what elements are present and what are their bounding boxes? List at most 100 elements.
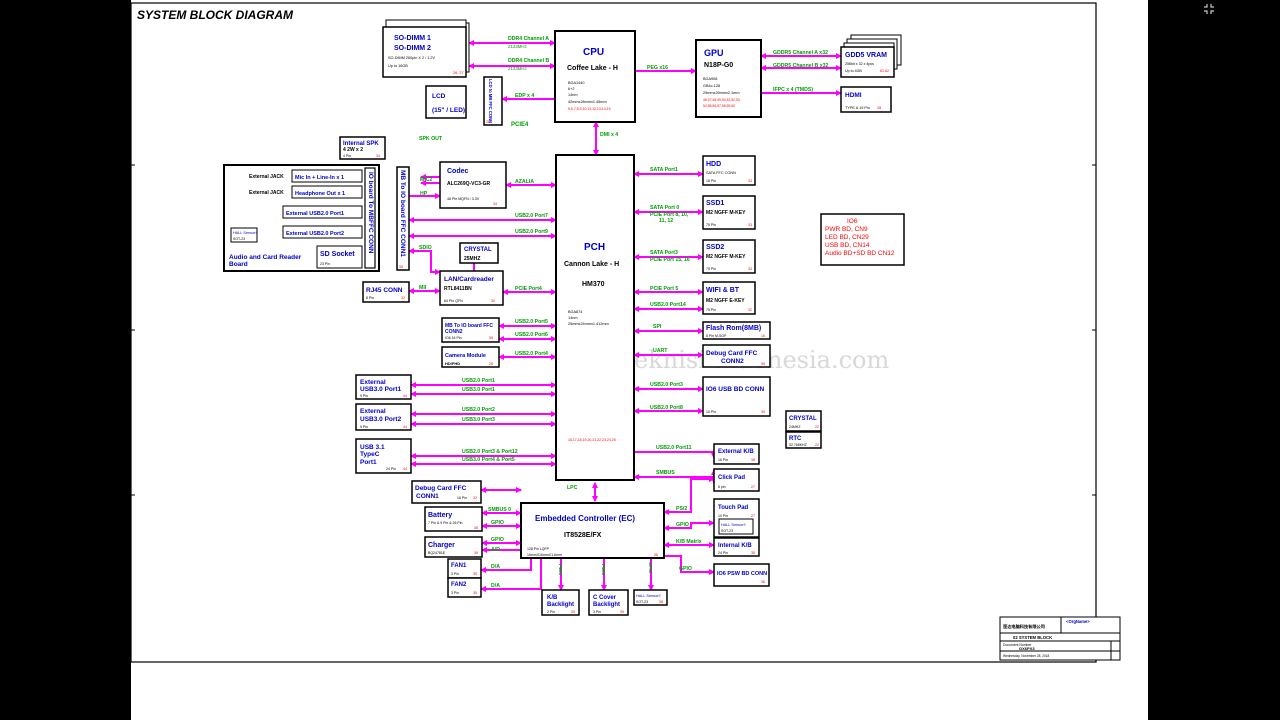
rj45-pin: 8 Pin — [366, 296, 374, 300]
intspk-page: 34 — [376, 154, 380, 158]
gpu-size: 29mmx29mmx2.1mm — [703, 91, 740, 95]
debug2-title: Debug Card FFC — [706, 350, 758, 357]
charger-chip: BQ24781E — [428, 551, 446, 555]
hall-sensor-ec-block: HALL Sensor!! SOT-23 38 — [633, 589, 668, 606]
schematic-sheet: SYSTEM BLOCK DIAGRAM www.teknisi-indones… — [131, 0, 1148, 720]
io6psw-title: IO6 PSW BD CONN — [717, 571, 767, 577]
headphone-out-port: Headphone Out x 1 — [295, 191, 345, 197]
note-l4: USB BD, CN14 — [825, 242, 870, 249]
gpu-title: GPU — [704, 48, 724, 58]
camera-title: Camera Module — [445, 353, 486, 359]
lcd-sub: (15" / LED) — [432, 107, 465, 114]
sig-gpio-psw: GPIO — [679, 566, 692, 572]
sig-ad: A/D — [491, 547, 500, 553]
sig-usb31: USB3.0 Port1 — [462, 387, 495, 393]
kb-backlight-block: K/B Backlight 2 Pin 39 — [541, 589, 580, 616]
battery-page: 38 — [474, 526, 478, 530]
lcd-conn-label: LCD to MB FFC CONN — [488, 79, 493, 123]
codec-block: Codec ALC269Q-VC3-GR 48 Pin MQFN / 3.3V … — [439, 161, 507, 209]
sodimm-label-2: SO-DIMM 2 — [394, 45, 431, 52]
sig-dmi: DMI x 4 — [600, 132, 618, 138]
cpu-pages: 5,6,7,8,9,10,11,12,13,14,15 — [568, 107, 611, 111]
sig-pcie-port4: PCIE Port4 — [515, 286, 542, 292]
sig-ddr-b: DDR4 Channel B — [508, 58, 549, 64]
intspk-title: Internal SPK — [343, 141, 379, 147]
lcd-conn-block: LCD to MB FFC CONN 28 — [483, 76, 503, 126]
codec-pkg: 48 Pin MQFN / 3.3V — [447, 197, 480, 201]
sig-sdio: SDIO — [419, 245, 432, 251]
lan-page: 30 — [491, 299, 495, 303]
wifi-page: 32 — [748, 308, 752, 312]
typec-page: 44 — [403, 467, 407, 471]
kbbl-page: 39 — [571, 610, 575, 614]
vram-spec: 256bit x 32 x 4pcs — [845, 62, 874, 66]
ssd2-page: 33 — [748, 267, 752, 271]
touchpad-pin: 10 Pin — [718, 514, 728, 518]
sig-peg: PEG x16 — [647, 65, 668, 71]
vram-pages: 61,62 — [880, 69, 889, 73]
debug2-sub: CONN2 — [721, 358, 744, 365]
gpu-sub: N18P-G0 — [704, 62, 733, 69]
external-kb-block: External K/B 16 Pin 38 — [713, 443, 760, 465]
sodimm-spec: SO-DIMM 260pin X 2 / 1.2V — [388, 56, 436, 60]
rtc-sub: 32.768KHZ — [789, 443, 808, 447]
sig-pcie8b: 11, 12 — [659, 218, 673, 224]
pch-block: PCH Cannon Lake - H HM370 BGA874 14nm 25… — [555, 154, 635, 481]
clickpad-pin: 6 pin — [718, 485, 726, 489]
kbbl-line1: K/B — [547, 595, 558, 601]
sig-usb26: USB2.0 Port6 — [515, 332, 548, 338]
fan1-title: FAN1 — [451, 563, 467, 569]
io-usb20-port1: External USB2.0 Port1 — [286, 211, 344, 217]
ec-size: 16mmX16mmX1.6mm — [527, 553, 562, 557]
fan2-block: FAN2 3 Pin 35 — [447, 577, 482, 598]
sig-da-fan1: D/A — [491, 564, 500, 570]
sodimm-label-1: SO-DIMM 1 — [394, 35, 431, 42]
io-hall-sensor: HALL Sensor!! — [233, 231, 258, 235]
io6-note: IO6 PWR BD, CN9 LED BD, CN29 USB BD, CN1… — [820, 213, 905, 266]
fan2-pin: 3 Pin — [451, 591, 459, 595]
touchpad-hall: HALL Sensor!! — [721, 523, 746, 527]
gpu-pages-2: 54,55,56,57,58,59,60 — [703, 104, 735, 108]
mb-io-conn2-block: MB To IO board FFC CONN2 IO6 16 Pin 35 — [441, 317, 500, 343]
pch-pkg: BGA874 — [568, 310, 582, 314]
ccover-line1: C Cover — [593, 595, 617, 601]
bus-lines — [408, 40, 842, 592]
ssd1-title: SSD1 — [706, 200, 724, 207]
rj45-block: RJ45 CONN 8 Pin 32 — [362, 281, 410, 303]
fullscreen-icon[interactable] — [1203, 3, 1217, 17]
flash-sub: 8 Pin M-SOP — [706, 334, 727, 338]
external-usb30-port1-block: External USB3.0 Port1 9 Pin 44 — [355, 374, 412, 400]
fan1-block: FAN1 3 Pin 35 — [447, 558, 482, 579]
sig-pwm-kb: PWM — [558, 564, 563, 575]
fullscreen-glyph — [1204, 4, 1214, 14]
sheet-name: 02 SYSTEM BLOCK — [1013, 635, 1052, 640]
crystal2-sub: 24MHZ — [789, 425, 801, 429]
sig-pcie4: PCIE4 — [511, 122, 529, 128]
extkb-pin: 16 Pin — [718, 458, 728, 462]
rj45-page: 32 — [401, 296, 405, 300]
fan1-page: 35 — [473, 572, 477, 576]
hall2-pkg: SOT-23 — [636, 600, 648, 604]
sig-lpc: LPC — [567, 485, 578, 491]
ssd1-pin: 75 Pin — [706, 223, 716, 227]
fan2-page: 35 — [473, 591, 477, 595]
intspk-spec: 4 2W x 2 — [343, 147, 363, 153]
sig-ddr-a-f: 2133MHz — [508, 44, 527, 49]
wifi-bt-block: WIFI & BT M2 NGFF E-KEY 75 Pin 32 — [702, 281, 756, 315]
extkb-title: External K/B — [718, 449, 754, 455]
touchpad-hall-pkg: SOT-23 — [721, 529, 733, 533]
crystal-24mhz-block: CRYSTAL 24MHZ 22 — [785, 410, 822, 432]
sig-usb212: USB2.0 Port3 & Port12 — [462, 449, 518, 455]
debug1-title: Debug Card FFC — [415, 485, 467, 492]
hall2-title: HALL Sensor!! — [636, 594, 661, 598]
camera-sub: HD/FHD — [445, 361, 460, 366]
io-hall-pkg: SOT-23 — [233, 237, 245, 241]
flash-title: Flash Rom(8MB) — [706, 325, 761, 332]
sig-sata1: SATA Port1 — [650, 167, 678, 173]
mbio2-pin: IO6 16 Pin — [445, 336, 462, 340]
sig-usb33: USB3.0 Port3 — [462, 417, 495, 423]
signal-labels: DDR4 Channel A 2133MHz DDR4 Channel B 21… — [419, 36, 828, 589]
ssd2-block: SSD2 M2 NGFF M-KEY 75 Pin 33 — [702, 239, 756, 274]
sig-usb214: USB2.0 Port14 — [650, 302, 686, 308]
cpu-node: 14nm — [568, 93, 578, 97]
